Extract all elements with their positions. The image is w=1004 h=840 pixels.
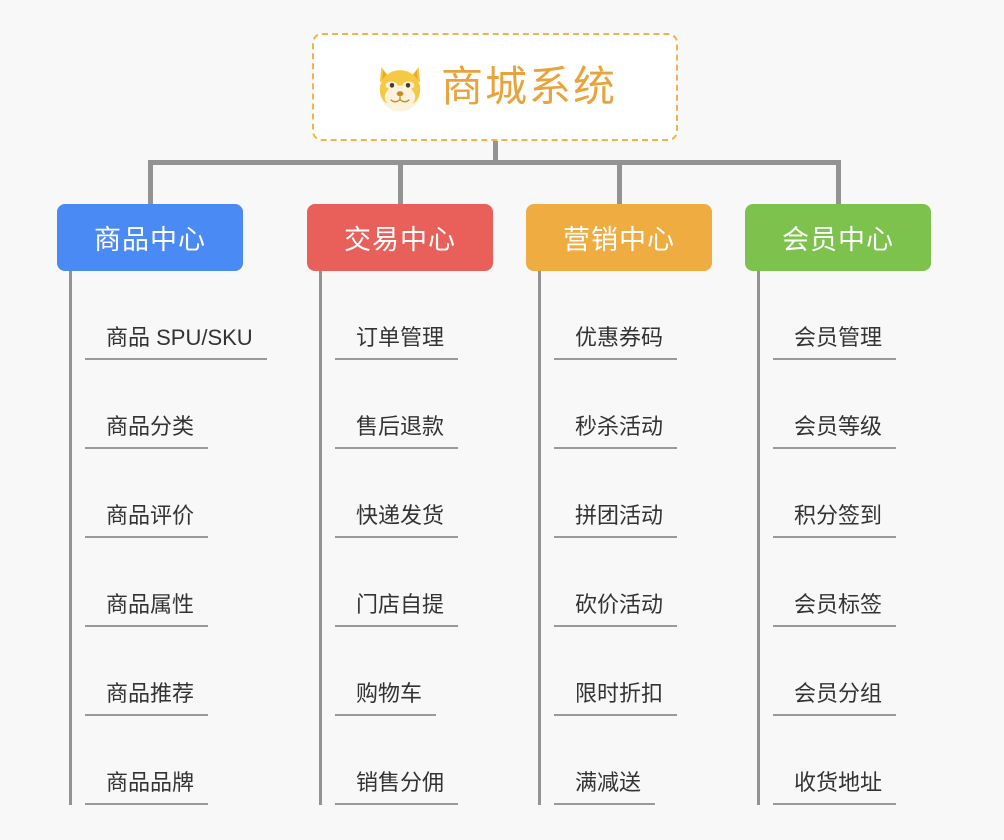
category-header-marketing-center[interactable]: 营销中心 — [526, 204, 712, 271]
list-item[interactable]: 商品品牌 — [72, 716, 243, 805]
leaf-list-marketing-center: 优惠券码 秒杀活动 拼团活动 砍价活动 限时折扣 满减送 — [538, 271, 712, 805]
connector-drop-2 — [398, 160, 403, 206]
connector-drop-3 — [617, 160, 622, 206]
connector-drop-1 — [148, 160, 153, 206]
list-item[interactable]: 商品 SPU/SKU — [72, 271, 267, 360]
leaf-label: 商品品牌 — [85, 769, 209, 805]
leaf-label: 订单管理 — [335, 324, 459, 360]
category-header-label: 交易中心 — [344, 225, 456, 255]
leaf-label: 售后退款 — [335, 413, 459, 449]
leaf-list-member-center: 会员管理 会员等级 积分签到 会员标签 会员分组 收货地址 — [757, 271, 931, 805]
list-item[interactable]: 收货地址 — [760, 716, 931, 805]
category-header-label: 营销中心 — [563, 225, 675, 255]
leaf-label: 销售分佣 — [335, 769, 459, 805]
category-header-member-center[interactable]: 会员中心 — [745, 204, 931, 271]
leaf-label: 购物车 — [335, 680, 437, 716]
leaf-label: 满减送 — [554, 769, 656, 805]
list-item[interactable]: 快递发货 — [322, 449, 493, 538]
root-title: 商城系统 — [440, 63, 617, 110]
list-item[interactable]: 会员管理 — [760, 271, 931, 360]
connector-root-stem — [493, 141, 498, 163]
list-item[interactable]: 售后退款 — [322, 360, 493, 449]
list-item[interactable]: 会员等级 — [760, 360, 931, 449]
list-item[interactable]: 砍价活动 — [541, 538, 712, 627]
leaf-label: 限时折扣 — [554, 680, 678, 716]
category-header-label: 会员中心 — [782, 225, 894, 255]
root-node[interactable]: 商城系统 — [312, 33, 678, 141]
list-item[interactable]: 销售分佣 — [322, 716, 493, 805]
leaf-label: 会员标签 — [773, 591, 897, 627]
list-item[interactable]: 满减送 — [541, 716, 712, 805]
leaf-label: 商品 SPU/SKU — [85, 324, 267, 360]
leaf-label: 拼团活动 — [554, 502, 678, 538]
category-header-label: 商品中心 — [94, 225, 206, 255]
list-item[interactable]: 购物车 — [322, 627, 493, 716]
column-marketing-center: 营销中心 优惠券码 秒杀活动 拼团活动 砍价活动 限时折扣 满减送 — [526, 204, 712, 805]
list-item[interactable]: 会员标签 — [760, 538, 931, 627]
list-item[interactable]: 优惠券码 — [541, 271, 712, 360]
column-member-center: 会员中心 会员管理 会员等级 积分签到 会员标签 会员分组 收货地址 — [745, 204, 931, 805]
column-trade-center: 交易中心 订单管理 售后退款 快递发货 门店自提 购物车 销售分佣 — [307, 204, 493, 805]
leaf-label: 优惠券码 — [554, 324, 678, 360]
leaf-label: 积分签到 — [773, 502, 897, 538]
list-item[interactable]: 拼团活动 — [541, 449, 712, 538]
category-header-product-center[interactable]: 商品中心 — [57, 204, 243, 271]
column-product-center: 商品中心 商品 SPU/SKU 商品分类 商品评价 商品属性 商品推荐 商品品牌 — [57, 204, 267, 805]
list-item[interactable]: 门店自提 — [322, 538, 493, 627]
category-header-trade-center[interactable]: 交易中心 — [307, 204, 493, 271]
leaf-label: 砍价活动 — [554, 591, 678, 627]
list-item[interactable]: 商品推荐 — [72, 627, 243, 716]
leaf-label: 快递发货 — [335, 502, 459, 538]
leaf-label: 会员管理 — [773, 324, 897, 360]
leaf-label: 商品分类 — [85, 413, 209, 449]
shiba-dog-icon — [373, 60, 427, 114]
list-item[interactable]: 商品评价 — [72, 449, 243, 538]
leaf-label: 会员分组 — [773, 680, 897, 716]
leaf-label: 收货地址 — [773, 769, 897, 805]
leaf-list-product-center: 商品 SPU/SKU 商品分类 商品评价 商品属性 商品推荐 商品品牌 — [69, 271, 267, 805]
list-item[interactable]: 商品分类 — [72, 360, 243, 449]
list-item[interactable]: 订单管理 — [322, 271, 493, 360]
list-item[interactable]: 积分签到 — [760, 449, 931, 538]
leaf-list-trade-center: 订单管理 售后退款 快递发货 门店自提 购物车 销售分佣 — [319, 271, 493, 805]
leaf-label: 门店自提 — [335, 591, 459, 627]
list-item[interactable]: 商品属性 — [72, 538, 243, 627]
leaf-label: 会员等级 — [773, 413, 897, 449]
list-item[interactable]: 限时折扣 — [541, 627, 712, 716]
connector-drop-4 — [836, 160, 841, 206]
leaf-label: 商品属性 — [85, 591, 209, 627]
list-item[interactable]: 会员分组 — [760, 627, 931, 716]
leaf-label: 商品评价 — [85, 502, 209, 538]
list-item[interactable]: 秒杀活动 — [541, 360, 712, 449]
leaf-label: 商品推荐 — [85, 680, 209, 716]
leaf-label: 秒杀活动 — [554, 413, 678, 449]
connector-bus — [148, 160, 841, 165]
